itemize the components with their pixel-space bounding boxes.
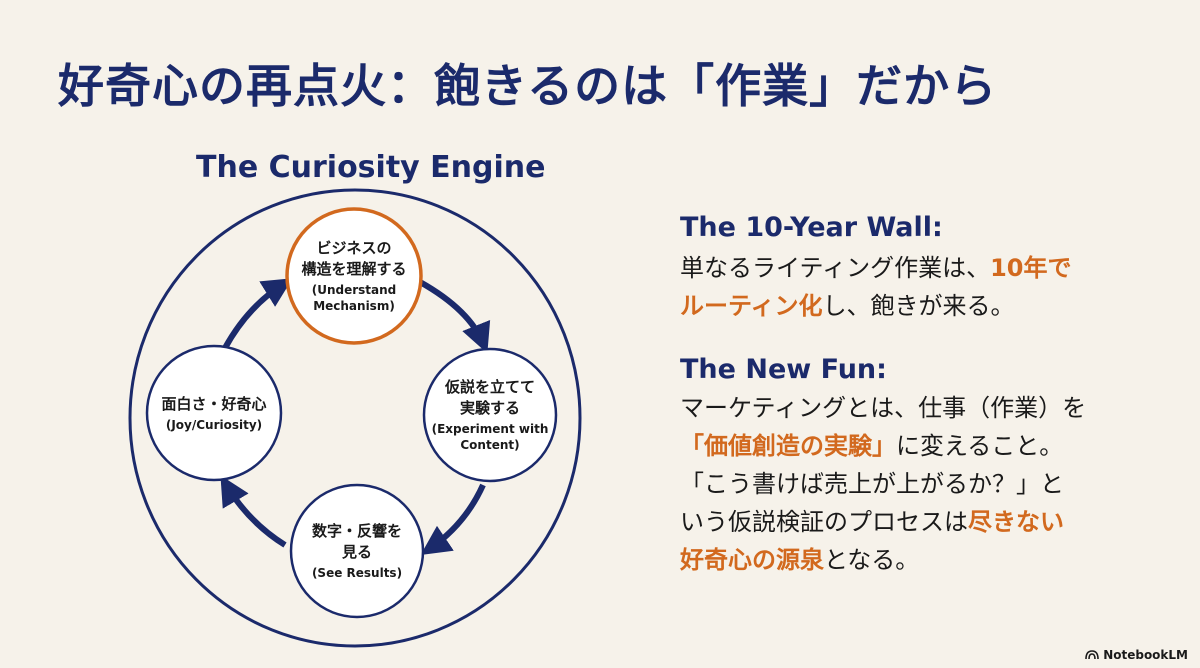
- new-fun-line4: いう仮説検証のプロセスは尽きない: [680, 503, 1086, 541]
- node-bottom-en-line1: (See Results): [311, 566, 403, 580]
- ten-year-wall-section: The 10-Year Wall: 単なるライティング作業は、10年で ルーティ…: [680, 212, 1072, 325]
- arrow-bottom-to-left: [220, 475, 287, 548]
- new-fun-highlight-experiment: 「価値創造の実験」: [680, 432, 896, 460]
- slide-title: 好奇心の再点火：飽きるのは「作業」だから: [58, 59, 998, 113]
- arrow-right-to-bottom: [420, 483, 486, 556]
- ten-year-wall-highlight-10y: 10年で: [990, 254, 1072, 282]
- ten-year-wall-line1: 単なるライティング作業は、10年で: [680, 249, 1072, 287]
- node-right-en-line2: Content): [460, 438, 520, 452]
- new-fun-line4-text: いう仮説検証のプロセスは: [680, 508, 968, 536]
- brand-name: NotebookLM: [1103, 648, 1188, 662]
- node-top-jp-line2: 構造を理解する: [301, 260, 407, 278]
- new-fun-highlight-endless: 尽きない: [968, 508, 1064, 536]
- node-left-en-line1: (Joy/Curiosity): [165, 417, 263, 432]
- notebooklm-logo-icon: [1085, 650, 1099, 660]
- node-see-results: 数字・反響を 見る (See Results): [293, 487, 421, 615]
- node-understand-mechanism: ビジネスの 構造を理解する (Understand Mechanism): [290, 212, 418, 340]
- ten-year-wall-line2: ルーティン化し、飽きが来る。: [680, 287, 1072, 325]
- node-top-circle: [285, 207, 423, 345]
- node-right-jp-line2: 実験する: [459, 399, 520, 417]
- node-right-jp-line1: 仮説を立てて: [444, 378, 535, 396]
- node-experiment: 仮説を立てて 実験する (Experiment with Content): [426, 351, 554, 479]
- node-bottom-jp-line2: 見る: [341, 543, 372, 561]
- node-top-jp-line1: ビジネスの: [316, 239, 392, 257]
- new-fun-line5-text: となる。: [824, 546, 920, 574]
- new-fun-heading: The New Fun:: [680, 354, 887, 385]
- node-left-circle: [145, 344, 283, 482]
- notebooklm-watermark: NotebookLM: [1085, 648, 1188, 662]
- arrow-left-to-top: [222, 278, 293, 350]
- new-fun-section: The New Fun: マーケティングとは、仕事（作業）を 「価値創造の実験」…: [680, 354, 1086, 579]
- node-right-circle: [422, 347, 558, 483]
- node-bottom-circle: [289, 483, 425, 619]
- ten-year-wall-heading: The 10-Year Wall:: [680, 212, 943, 243]
- diagram-title: The Curiosity Engine: [196, 150, 546, 185]
- new-fun-line2: 「価値創造の実験」に変えること。: [680, 427, 1086, 465]
- new-fun-line1: マーケティングとは、仕事（作業）を: [680, 394, 1087, 422]
- ten-year-wall-line2-text: し、飽きが来る。: [822, 292, 1015, 320]
- new-fun-line2-text: に変えること。: [896, 432, 1064, 460]
- node-left-jp-line1: 面白さ・好奇心: [161, 394, 267, 413]
- arrow-top-to-right: [418, 279, 491, 354]
- node-right-en-line1: (Experiment with: [431, 422, 549, 436]
- new-fun-line3: 「こう書けば売上が上がるか？」と: [680, 470, 1064, 498]
- node-bottom-jp-line1: 数字・反響を: [311, 522, 402, 540]
- new-fun-line5: 好奇心の源泉となる。: [680, 541, 1086, 579]
- node-top-en-line2: Mechanism): [313, 299, 395, 313]
- node-top-en-line1: (Understand: [311, 283, 397, 297]
- outer-ring: [128, 188, 582, 648]
- ten-year-wall-highlight-routine: ルーティン化: [680, 292, 823, 320]
- new-fun-highlight-source: 好奇心の源泉: [680, 546, 824, 574]
- ten-year-wall-line1-text: 単なるライティング作業は、: [680, 254, 991, 282]
- node-joy-curiosity: 面白さ・好奇心 (Joy/Curiosity): [150, 349, 278, 477]
